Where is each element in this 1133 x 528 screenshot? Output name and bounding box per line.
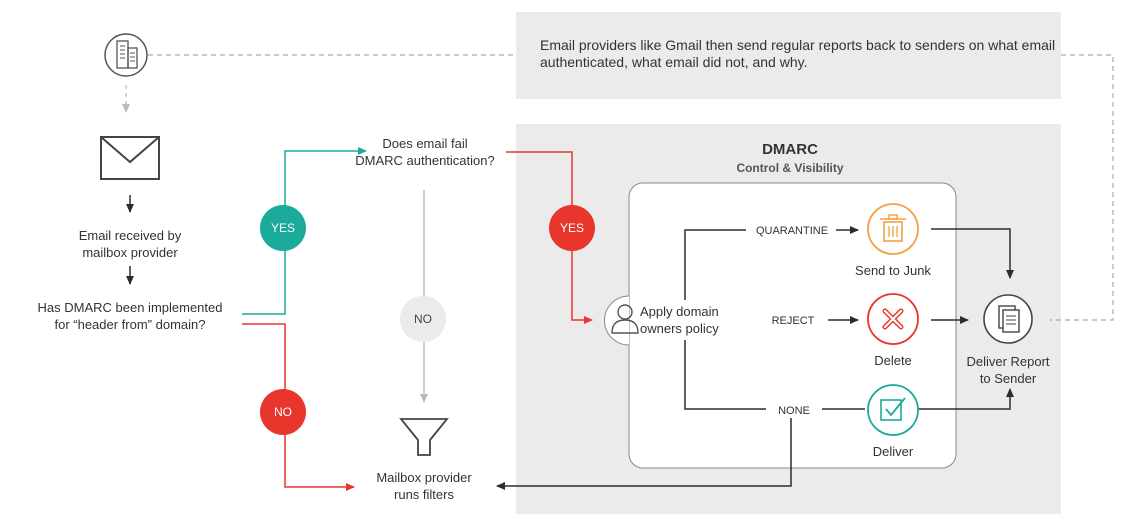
building-icon xyxy=(104,33,148,77)
report-label-1: Deliver Report xyxy=(966,354,1050,369)
funnel-icon xyxy=(399,418,449,456)
implemented-label-1: Has DMARC been implemented xyxy=(37,300,223,315)
dmarc-title: DMARC xyxy=(762,141,818,158)
quarantine-label: QUARANTINE xyxy=(755,225,829,237)
deliver-check-icon xyxy=(867,384,919,436)
report-note-text: Email providers like Gmail then send reg… xyxy=(540,37,1056,70)
delete-label: Delete xyxy=(874,353,912,368)
none-label: NONE xyxy=(778,405,810,417)
no-gray-badge: NO xyxy=(400,296,446,342)
reject-label: REJECT xyxy=(758,313,828,330)
trash-icon xyxy=(867,203,919,255)
delete-icon xyxy=(867,293,919,345)
policy-label-2: owners policy xyxy=(640,321,719,336)
filters-label-1: Mailbox provider xyxy=(376,470,472,485)
none-to-filters-arrow xyxy=(496,418,792,490)
dmarc-subtitle: Control & Visibility xyxy=(736,161,844,175)
implemented-label-2: for “header from” domain? xyxy=(54,317,206,332)
received-label-2: mailbox provider xyxy=(82,245,178,260)
envelope-icon xyxy=(100,136,160,180)
yes-teal-badge: YES xyxy=(260,205,306,251)
junk-to-report xyxy=(931,228,1014,279)
none-branch xyxy=(684,340,766,410)
deliver-to-report xyxy=(918,388,1014,410)
received-label-1: Email received by xyxy=(78,228,182,243)
policy-label-1: Apply domain xyxy=(640,304,719,319)
deliver-label: Deliver xyxy=(872,444,914,459)
report-icon xyxy=(983,294,1033,344)
fail-label-2: DMARC authentication? xyxy=(355,153,495,168)
quarantine-branch xyxy=(684,229,746,300)
junk-label: Send to Junk xyxy=(855,263,931,278)
no-red-badge: NO xyxy=(260,389,306,435)
yes-red-badge: YES xyxy=(549,205,595,251)
person-icon xyxy=(611,304,639,334)
report-note-panel xyxy=(516,12,1061,99)
report-label-2: to Sender xyxy=(979,371,1037,386)
filters-label-2: runs filters xyxy=(394,487,454,502)
report-dashed-line xyxy=(148,54,1114,321)
fail-label-1: Does email fail xyxy=(382,136,468,151)
